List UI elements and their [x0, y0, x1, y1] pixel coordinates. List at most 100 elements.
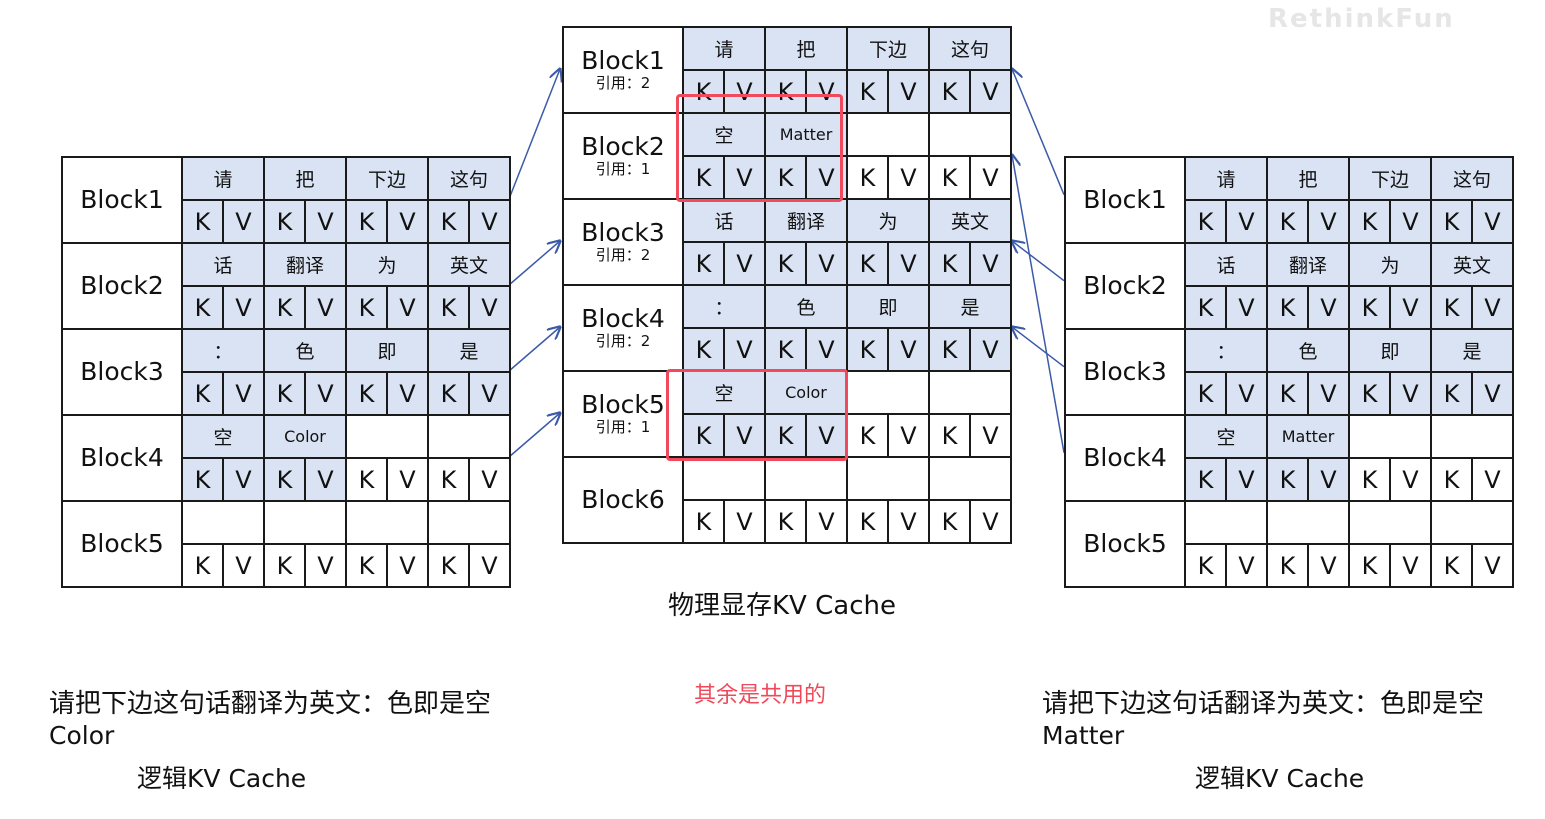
token-cell: 把 — [764, 26, 848, 71]
value-cell: V — [386, 285, 429, 330]
block-label: Block2 — [61, 242, 183, 330]
key-cell: K — [1184, 543, 1227, 588]
value-cell: V — [1389, 543, 1432, 588]
key-cell: K — [1430, 199, 1473, 244]
value-cell: V — [468, 457, 511, 502]
value-cell: V — [723, 155, 766, 200]
mapping-arrow — [1012, 155, 1065, 453]
token-cell: 英文 — [928, 198, 1012, 243]
value-cell: V — [304, 199, 347, 244]
mapping-arrow — [508, 413, 560, 458]
right-prompt-line1: 请把下边这句话翻译为英文：色即是空 — [1042, 689, 1485, 719]
token-cell — [427, 414, 511, 459]
token-cell: 翻译 — [263, 242, 347, 287]
value-cell: V — [887, 413, 930, 458]
block-name: Block3 — [581, 218, 665, 247]
block-name: Block5 — [1083, 528, 1167, 558]
token-cell — [1266, 500, 1350, 545]
token-cell: 即 — [345, 328, 429, 373]
token-cell — [1430, 500, 1514, 545]
key-cell: K — [263, 285, 306, 330]
key-cell: K — [427, 371, 470, 416]
value-cell: V — [468, 371, 511, 416]
token-cell — [427, 500, 511, 545]
token-cell: 为 — [345, 242, 429, 287]
key-cell: K — [1348, 371, 1391, 416]
mapping-arrow — [1012, 327, 1065, 368]
key-cell: K — [1266, 199, 1309, 244]
block-name: Block2 — [581, 132, 665, 161]
token-cell: 翻译 — [764, 198, 848, 243]
token-cell: 这句 — [928, 26, 1012, 71]
key-cell: K — [928, 413, 971, 458]
value-cell: V — [222, 457, 265, 502]
token-cell — [928, 456, 1012, 501]
block-label: Block1 — [61, 156, 183, 244]
block-label: Block3 — [61, 328, 183, 416]
value-cell: V — [1225, 543, 1268, 588]
value-cell: V — [969, 241, 1012, 286]
key-cell: K — [1266, 543, 1309, 588]
value-cell: V — [222, 199, 265, 244]
block-name: Block2 — [1083, 270, 1167, 300]
token-cell: 下边 — [846, 26, 930, 71]
key-cell: K — [846, 413, 889, 458]
key-cell: K — [181, 371, 224, 416]
token-cell: 话 — [1184, 242, 1268, 287]
value-cell: V — [1389, 199, 1432, 244]
block-label: Block6 — [562, 456, 684, 544]
mapping-arrow — [508, 241, 560, 286]
key-cell: K — [181, 199, 224, 244]
key-cell: K — [1430, 285, 1473, 330]
value-cell: V — [304, 285, 347, 330]
token-cell — [1430, 414, 1514, 459]
value-cell: V — [887, 155, 930, 200]
key-cell: K — [345, 199, 388, 244]
block-name: Block1 — [1083, 184, 1167, 214]
token-cell: 色 — [263, 328, 347, 373]
ref-count: 引用：1 — [595, 418, 651, 437]
key-cell: K — [928, 499, 971, 544]
token-cell — [1348, 500, 1432, 545]
watermark: RethinkFun — [1268, 4, 1455, 34]
token-cell: 话 — [682, 198, 766, 243]
value-cell: V — [805, 413, 848, 458]
value-cell: V — [887, 241, 930, 286]
token-cell — [181, 500, 265, 545]
key-cell: K — [181, 285, 224, 330]
key-cell: K — [846, 499, 889, 544]
key-cell: K — [263, 371, 306, 416]
block-name: Block4 — [80, 442, 164, 472]
block-label: Block4 — [1064, 414, 1186, 502]
physical-cache-caption: 物理显存KV Cache — [668, 591, 896, 621]
value-cell: V — [1307, 457, 1350, 502]
value-cell: V — [386, 543, 429, 588]
token-cell: 为 — [1348, 242, 1432, 287]
value-cell: V — [1471, 371, 1514, 416]
key-cell: K — [345, 285, 388, 330]
value-cell: V — [1307, 199, 1350, 244]
key-cell: K — [345, 457, 388, 502]
value-cell: V — [1225, 457, 1268, 502]
value-cell: V — [1307, 285, 1350, 330]
value-cell: V — [969, 327, 1012, 372]
key-cell: K — [1184, 457, 1227, 502]
value-cell: V — [887, 327, 930, 372]
value-cell: V — [1471, 457, 1514, 502]
key-cell: K — [764, 413, 807, 458]
token-cell: 空 — [1184, 414, 1268, 459]
left-prompt-line2: Color — [49, 721, 115, 750]
value-cell: V — [969, 155, 1012, 200]
value-cell: V — [969, 413, 1012, 458]
value-cell: V — [723, 413, 766, 458]
key-cell: K — [846, 69, 889, 114]
left-caption: 逻辑KV Cache — [137, 764, 307, 793]
value-cell: V — [222, 543, 265, 588]
key-cell: K — [427, 457, 470, 502]
value-cell: V — [723, 499, 766, 544]
mapping-arrow — [1012, 69, 1065, 195]
block-name: Block4 — [581, 304, 665, 333]
